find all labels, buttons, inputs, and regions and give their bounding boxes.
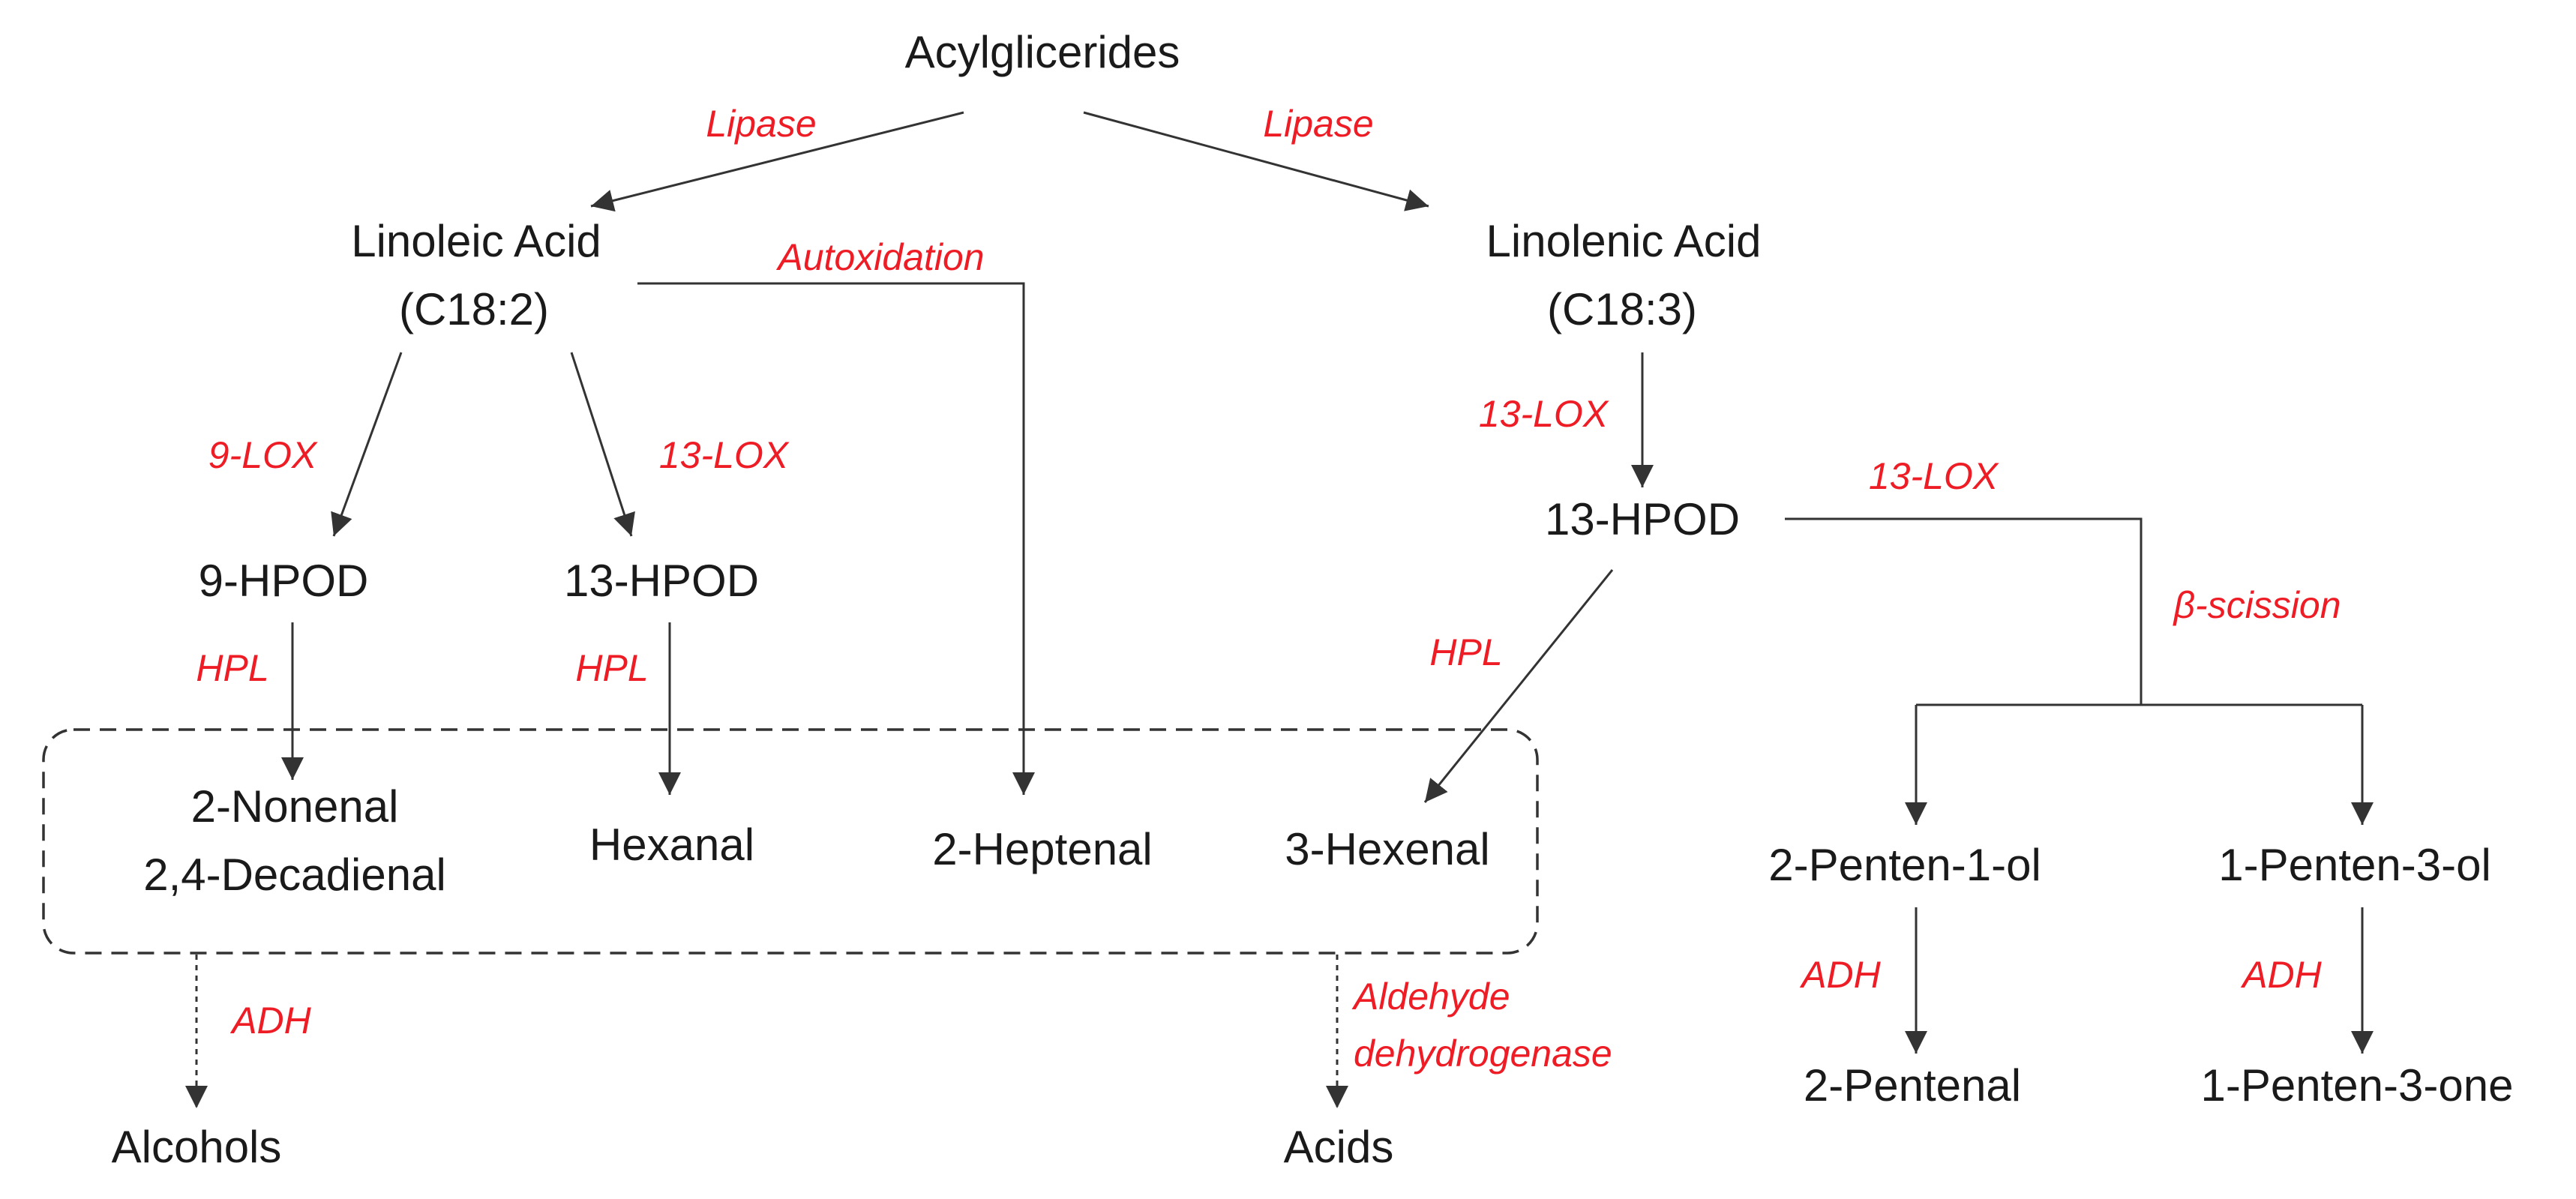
enzyme-13-lox-right: 13-LOX: [1868, 455, 1999, 497]
enzyme-13-lox-mid: 13-LOX: [1478, 393, 1609, 435]
aldehyde-group-box: [42, 728, 1539, 955]
arrow-acyl-to-linoleic: [590, 111, 964, 212]
compound-alcohols: Alcohols: [111, 1122, 282, 1172]
enzyme-13-lox-left: 13-LOX: [658, 434, 789, 476]
compound-2-heptenal: 2-Heptenal: [932, 824, 1153, 874]
compound-hexanal: Hexanal: [589, 820, 755, 870]
enzyme-lipase-left: Lipase: [706, 103, 817, 145]
line-13hpod-beta-scission: [1785, 517, 2143, 705]
compound-linolenic-acid: Linolenic Acid: [1486, 216, 1762, 266]
enzyme-adh-pentenone: ADH: [2242, 954, 2322, 996]
compound-9-hpod: 9-HPOD: [198, 556, 369, 606]
enzyme-lipase-right: Lipase: [1263, 103, 1374, 145]
enzyme-9-lox: 9-LOX: [208, 434, 317, 476]
compound-2-pentenal: 2-Pentenal: [1803, 1060, 2022, 1111]
compound-linoleic-formula: (C18:2): [398, 284, 550, 334]
arrow-13hpod-to-hexenal: [1423, 569, 1614, 803]
enzyme-adh-alcohols: ADH: [232, 1000, 311, 1042]
compound-2-penten-1-ol: 2-Penten-1-ol: [1768, 840, 2041, 890]
compound-1-penten-3-one: 1-Penten-3-one: [2200, 1060, 2514, 1111]
process-beta-scission: β-scission: [2173, 584, 2341, 626]
compound-2-nonenal: 2-Nonenal: [190, 781, 399, 832]
compound-acids: Acids: [1283, 1122, 1394, 1172]
enzyme-hpl-hexenal: HPL: [1429, 631, 1503, 673]
compound-linolenic-formula: (C18:3): [1546, 284, 1698, 334]
compound-2-4-decadienal: 2,4-Decadienal: [143, 850, 446, 900]
compound-linoleic-acid: Linoleic Acid: [351, 216, 601, 266]
arrow-acyl-to-linolenic: [1083, 111, 1429, 211]
compound-13-hpod-right: 13-HPOD: [1544, 494, 1741, 544]
compound-acylglicerides: Acylglicerides: [904, 27, 1180, 77]
compound-3-hexenal: 3-Hexenal: [1285, 824, 1490, 874]
compound-13-hpod-left: 13-HPOD: [563, 556, 760, 606]
enzyme-hpl-13hpod: HPL: [575, 647, 649, 689]
arrow-autoxidation-to-heptenal: [637, 282, 1035, 795]
arrow-linoleic-to-9hpod: [331, 352, 403, 537]
compound-1-penten-3-ol: 1-Penten-3-ol: [2218, 840, 2491, 890]
enzyme-adh-pentenal: ADH: [1801, 954, 1881, 996]
arrow-linoleic-to-13hpod: [570, 352, 635, 537]
enzyme-aldehyde-dehydrogenase-line1: Aldehyde: [1354, 976, 1510, 1018]
process-autoxidation: Autoxidation: [778, 236, 985, 278]
enzyme-aldehyde-dehydrogenase-line2: dehydrogenase: [1354, 1033, 1612, 1075]
enzyme-hpl-9hpod: HPL: [196, 647, 269, 689]
